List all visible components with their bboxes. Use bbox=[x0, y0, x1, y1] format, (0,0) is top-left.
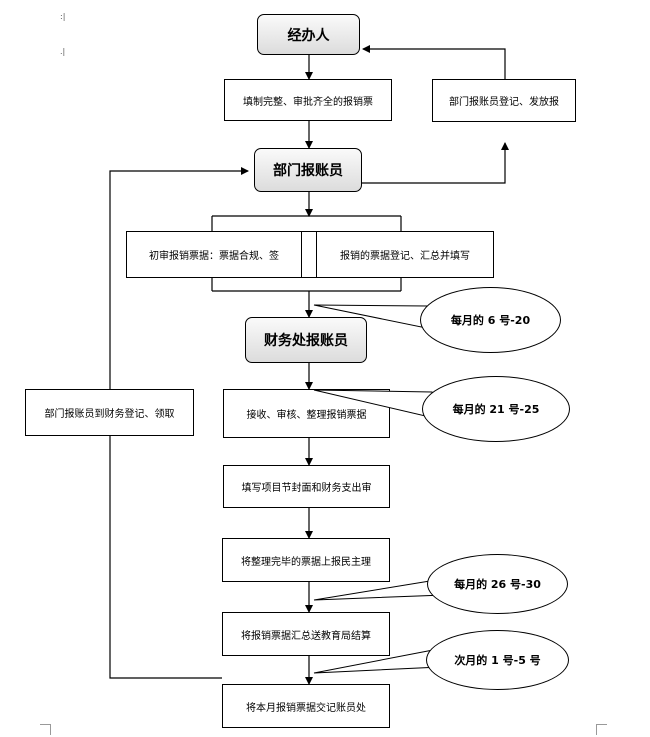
report-director-node: 将整理完毕的票据上报民主理 bbox=[222, 538, 390, 582]
fill-cover-node: 填写项目节封面和财务支出审 bbox=[223, 465, 390, 508]
arrow-issue-to-handler bbox=[362, 45, 506, 79]
callout-next-1-5: 次月的 1 号-5 号 bbox=[426, 630, 569, 690]
fill-forms-node: 填制完整、审批齐全的报销票 bbox=[224, 79, 392, 121]
register-summarize-node: 报销的票据登记、汇总并填写 bbox=[316, 231, 494, 278]
tail-day-21-25 bbox=[313, 389, 435, 419]
margin-mark-top: :| bbox=[60, 12, 66, 21]
page-corner-bottom-left bbox=[40, 724, 51, 735]
tail-next-1-5 bbox=[313, 649, 441, 674]
arrow-deptclerk-to-issue bbox=[362, 142, 509, 184]
initial-review-node: 初审报销票据：票据合规、签 bbox=[126, 231, 302, 278]
dept-to-finance-node: 部门报账员到财务登记、领取 bbox=[25, 389, 194, 436]
dept-clerk-node: 部门报账员 bbox=[254, 148, 362, 192]
callout-day-21-25: 每月的 21 号-25 bbox=[422, 376, 570, 442]
page-corner-bottom-right bbox=[596, 724, 607, 735]
dept-register-issue-node: 部门报账员登记、发放报 bbox=[432, 79, 576, 122]
tail-day-26-30 bbox=[313, 579, 445, 601]
margin-mark-second: .| bbox=[60, 47, 66, 56]
callout-day-26-30: 每月的 26 号-30 bbox=[427, 554, 568, 614]
hand-to-accountant-node: 将本月报销票据交记账员处 bbox=[222, 684, 390, 728]
send-education-bureau-node: 将报销票据汇总送教育局结算 bbox=[222, 612, 390, 656]
finance-clerk-node: 财务处报账员 bbox=[245, 317, 367, 363]
callout-day-6-20: 每月的 6 号-20 bbox=[420, 287, 561, 353]
handler-node: 经办人 bbox=[257, 14, 360, 55]
tail-day-6-20 bbox=[313, 304, 437, 331]
